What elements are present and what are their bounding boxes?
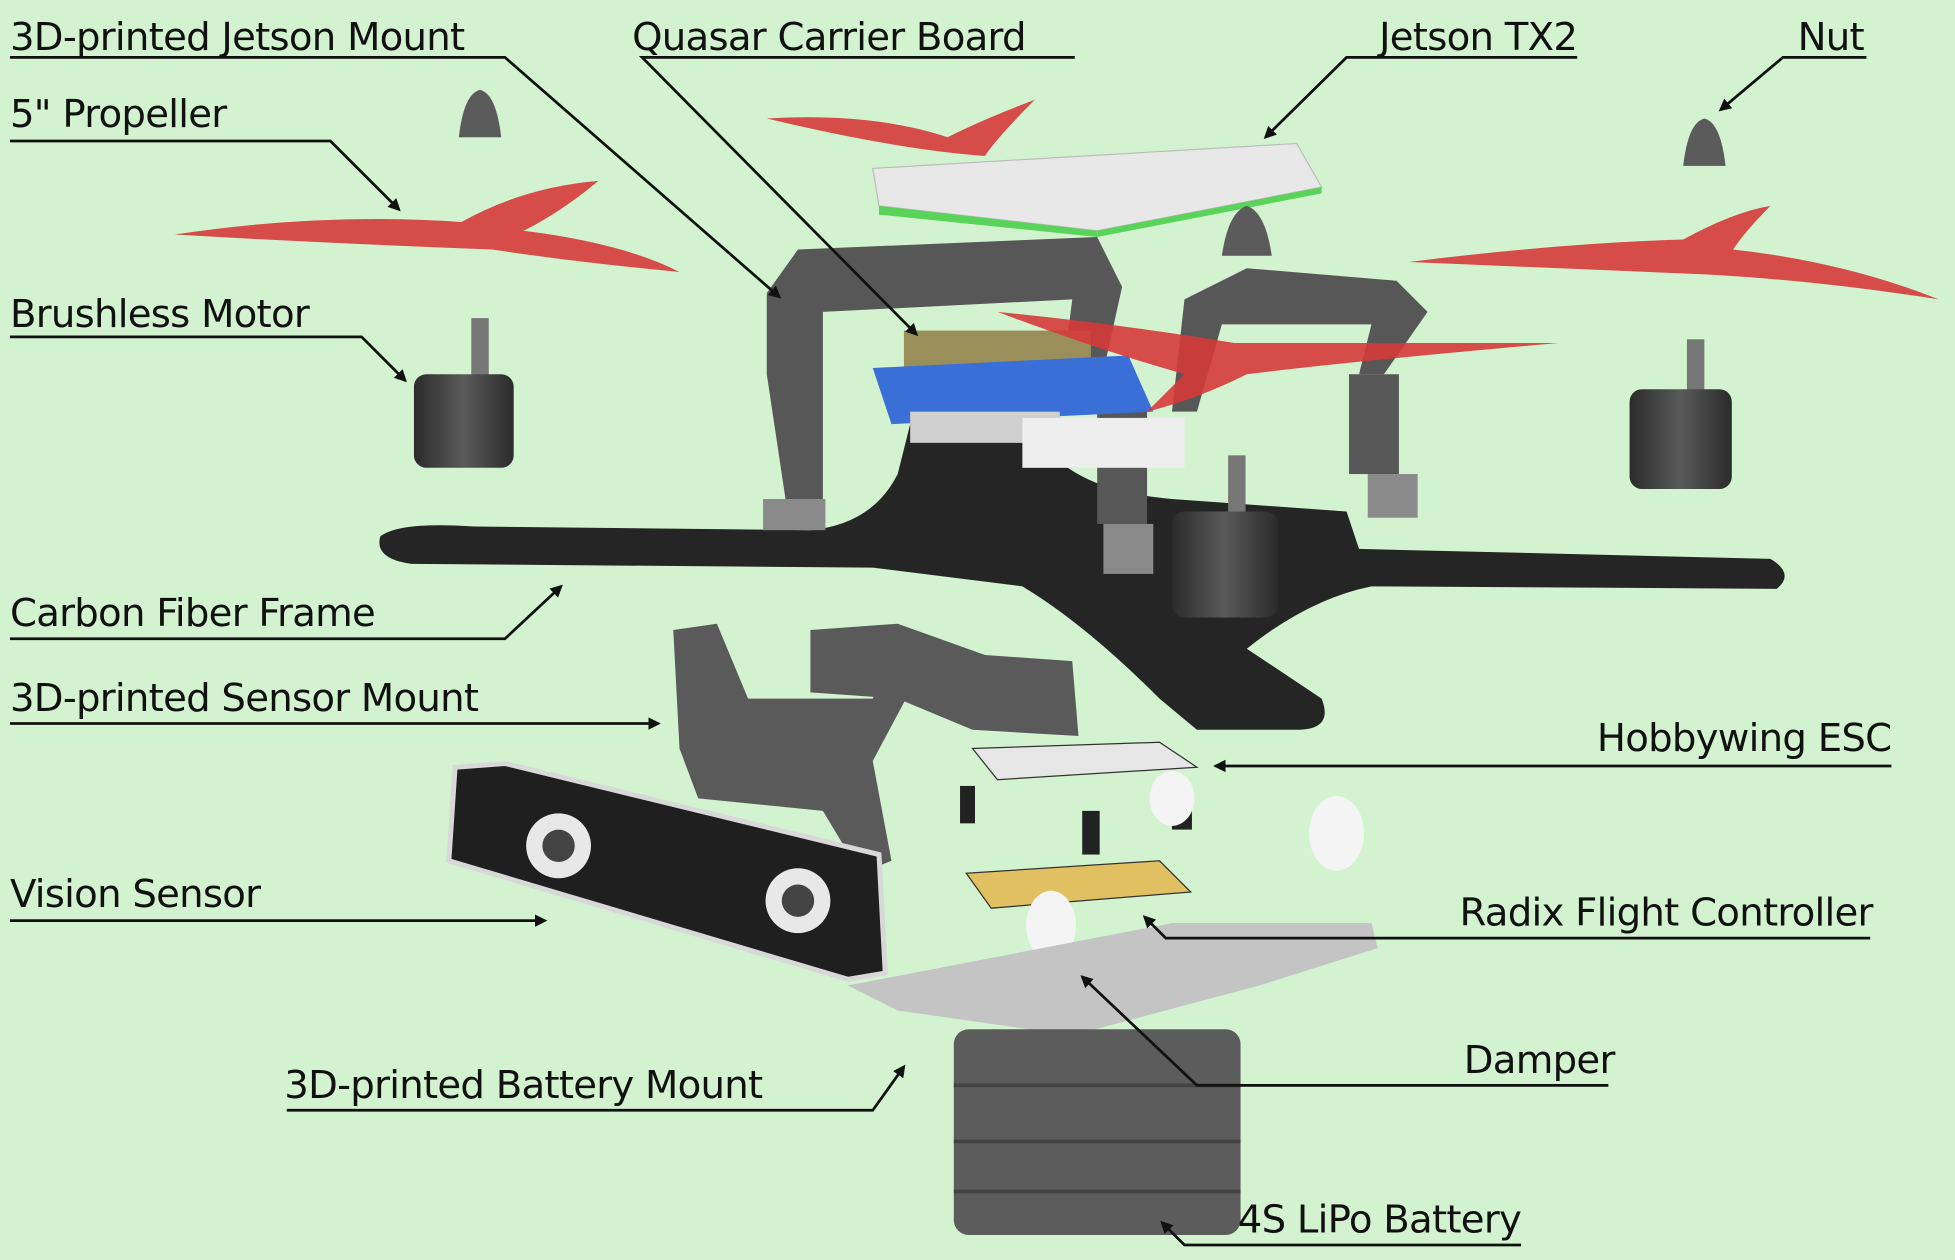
nuts [458, 89, 1726, 256]
label-text: Radix Flight Controller [1460, 891, 1874, 936]
label-carrier-board: Quasar Carrier Board [632, 15, 1075, 337]
battery-mount [847, 923, 1378, 1036]
vision-sensor [446, 760, 888, 982]
label-jetson-tx2: Jetson TX2 [1263, 15, 1578, 139]
label-text: 3D-printed Jetson Mount [10, 15, 465, 60]
carbon-fiber-frame [379, 417, 1785, 730]
label-text: Vision Sensor [10, 872, 261, 917]
label-sensor-mount: 3D-printed Sensor Mount [9, 676, 661, 730]
label-text: 5" Propeller [10, 92, 227, 137]
dampers [1026, 770, 1364, 961]
label-vision-sensor: Vision Sensor [9, 872, 548, 927]
label-text: Nut [1798, 15, 1865, 60]
label-text: Quasar Carrier Board [632, 15, 1026, 60]
lipo-battery [953, 1029, 1241, 1236]
jetson-tx2 [872, 142, 1323, 238]
label-flight-controller: Radix Flight Controller [1142, 891, 1874, 940]
sensor-mount [673, 623, 1079, 874]
label-text: Hobbywing ESC [1597, 716, 1891, 761]
label-damper: Damper [1080, 975, 1616, 1087]
label-propeller: 5" Propeller [9, 92, 401, 212]
label-nut: Nut [1718, 15, 1867, 112]
label-esc: Hobbywing ESC [1213, 716, 1892, 773]
label-text: Jetson TX2 [1377, 15, 1577, 60]
propellers [174, 99, 1939, 412]
quasar-carrier-board [872, 330, 1185, 468]
label-text: Damper [1464, 1038, 1616, 1083]
label-text: 3D-printed Battery Mount [284, 1063, 763, 1108]
label-battery: 4S LiPo Battery [1160, 1198, 1522, 1247]
label-text: Brushless Motor [10, 292, 310, 337]
label-text: 3D-printed Sensor Mount [10, 676, 479, 721]
radix-flight-controller [965, 860, 1193, 909]
label-jetson-mount: 3D-printed Jetson Mount [9, 15, 782, 299]
label-motor: Brushless Motor [9, 292, 407, 383]
label-battery-mount: 3D-printed Battery Mount [284, 1063, 906, 1112]
label-frame: Carbon Fiber Frame [9, 584, 563, 641]
label-text: Carbon Fiber Frame [10, 591, 375, 636]
label-text: 4S LiPo Battery [1238, 1198, 1521, 1243]
brushless-motors [413, 318, 1732, 618]
